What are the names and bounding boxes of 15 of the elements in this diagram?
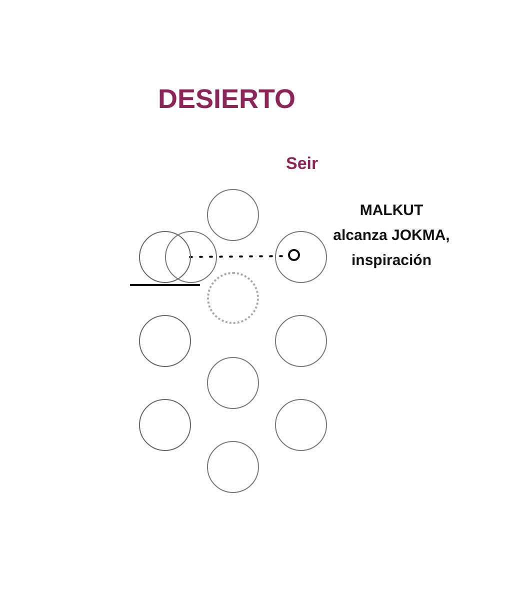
circle-shape [139,315,191,367]
circle-shape [139,231,191,283]
annotation-text: MALKUT alcanza JOKMA, inspiración [332,201,451,271]
circle-shape [207,357,259,409]
circle-shape [288,249,300,262]
circle-shape [207,189,259,241]
circle-shape [275,315,327,367]
region-label: Seir [286,154,318,174]
circle-shape [139,399,191,451]
circle-shape [275,399,327,451]
circle-shape [207,272,259,324]
circle-shape [165,231,217,283]
circle-shape [207,441,259,493]
circle-shape [275,231,327,283]
diagram-title: DESIERTO [158,84,296,115]
